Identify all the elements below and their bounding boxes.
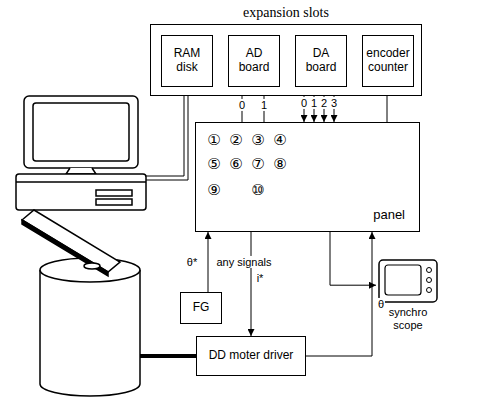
- generator-box: FG: [180, 292, 222, 324]
- scope-knob: [427, 288, 432, 293]
- board-box: encoder counter: [362, 35, 414, 87]
- callout-number: ⑨: [206, 182, 221, 199]
- group-heading: expansion slots: [131, 5, 441, 21]
- arm-edge: [22, 220, 108, 276]
- node-label: RAM disk: [164, 47, 210, 75]
- callout-number: ⑧: [272, 156, 287, 173]
- node-label: synchro scope: [376, 306, 440, 331]
- cable-line: [146, 86, 188, 180]
- floppy-slot: [96, 190, 132, 196]
- callout-number: ⑥: [228, 156, 243, 173]
- callout-number: ③: [250, 132, 265, 149]
- monitor-screen: [33, 103, 129, 161]
- signal-arrow: [306, 232, 372, 356]
- computer-cable: [146, 86, 188, 180]
- edge-label: 0: [238, 98, 246, 110]
- edge-label: any signals: [215, 256, 272, 268]
- motor-body: [40, 270, 140, 396]
- scope-knob: [427, 278, 432, 283]
- slot-group: expansion slotsRAM diskAD boardDA boarde…: [150, 24, 422, 96]
- computer-illustration: [16, 96, 146, 210]
- driver-box: DD moter driver: [196, 336, 306, 376]
- signal-arrow: [251, 232, 252, 336]
- edge-label: 0: [300, 96, 308, 108]
- floppy-slot: [96, 199, 132, 205]
- signal-arrow: [208, 232, 209, 292]
- callout-number: ⑩: [250, 182, 265, 199]
- scope-knob: [427, 268, 432, 273]
- scope-icon: [376, 258, 440, 304]
- scope-case: [379, 260, 437, 302]
- node-label: DD moter driver: [209, 349, 294, 363]
- motor-cable: [140, 354, 197, 358]
- edge-label: 2: [320, 96, 328, 108]
- motor-illustration: [22, 210, 140, 396]
- edge-label: 1: [310, 96, 318, 108]
- node-label: panel: [373, 208, 405, 223]
- node-label: AD board: [231, 47, 277, 75]
- edge-label: θ: [377, 298, 385, 310]
- callout-number: ⑤: [206, 156, 221, 173]
- edge-label: 1: [260, 98, 268, 110]
- edge-label: i*: [256, 272, 265, 284]
- callout-number: ⑦: [250, 156, 265, 173]
- arm-plate: [22, 210, 120, 272]
- callout-number: ①: [206, 132, 221, 149]
- computer-base: [16, 174, 146, 210]
- cable-line: [146, 86, 184, 176]
- board-box: DA board: [295, 35, 347, 87]
- scope-node: synchro scope: [376, 258, 440, 338]
- edge-label: 3: [330, 96, 338, 108]
- signal-name: θ*: [186, 256, 198, 268]
- motor-hub: [84, 263, 100, 269]
- callout-number: ④: [272, 132, 287, 149]
- monitor-stand: [66, 168, 96, 174]
- panel-box: panel: [195, 122, 420, 232]
- monitor-case: [24, 96, 138, 168]
- node-label: encoder counter: [365, 47, 411, 75]
- board-box: RAM disk: [161, 35, 213, 87]
- scope-screen: [385, 265, 421, 295]
- signal-arrow: [330, 232, 376, 285]
- board-box: AD board: [228, 35, 280, 87]
- node-label: DA board: [298, 47, 344, 75]
- callout-number: ②: [228, 132, 243, 149]
- base-line: [16, 181, 146, 183]
- node-label: FG: [193, 301, 210, 315]
